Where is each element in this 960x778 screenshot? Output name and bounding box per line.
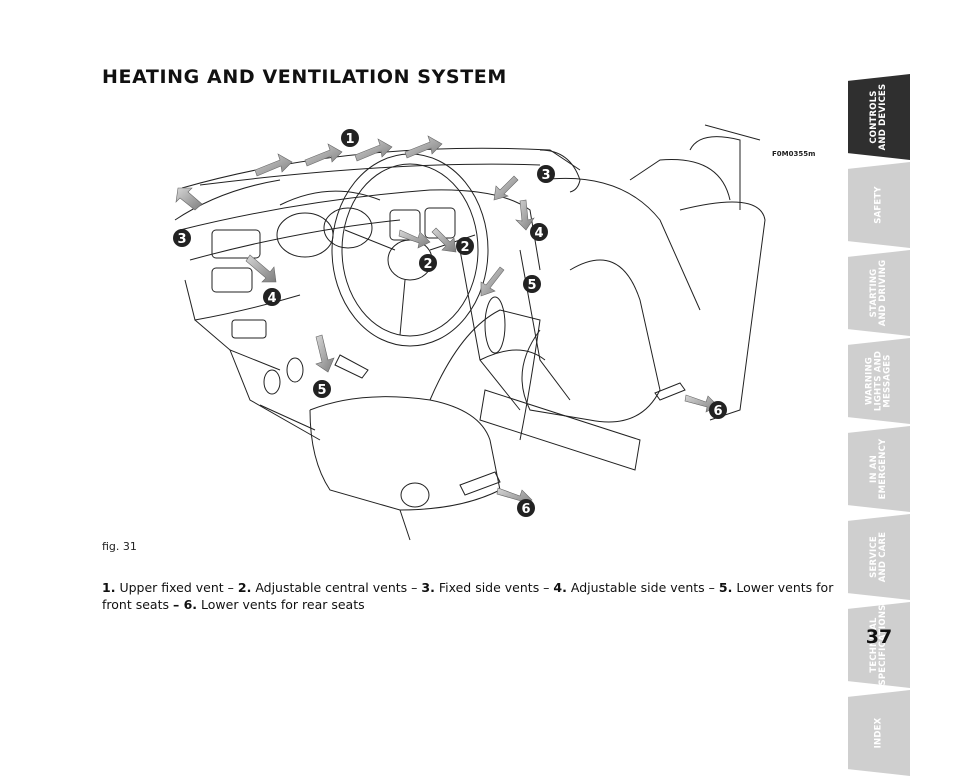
figure-label: fig. 31 xyxy=(102,540,137,553)
svg-text:5: 5 xyxy=(527,278,536,293)
marker-5b: 5 xyxy=(523,275,541,293)
caption-num-6: – 6. xyxy=(172,597,198,612)
caption-text-3: Fixed side vents – xyxy=(438,580,550,595)
caption-text-1: Upper fixed vent – xyxy=(119,580,234,595)
caption-num-5: 5. xyxy=(718,580,733,595)
tab-warning-lights-and-messages[interactable]: WARNING LIGHTS AND MESSAGES xyxy=(848,338,910,424)
tab-service-and-care[interactable]: SERVICE AND CARE xyxy=(848,514,910,600)
marker-2a: 2 xyxy=(456,237,474,255)
marker-4b: 4 xyxy=(530,223,548,241)
airflow-arrows xyxy=(175,135,719,507)
tab-label: STARTING AND DRIVING xyxy=(869,259,888,327)
ventilation-illustration: 1 2 2 3 3 4 4 5 5 6 6 xyxy=(100,110,840,550)
svg-text:2: 2 xyxy=(460,240,469,255)
marker-5a: 5 xyxy=(313,380,331,398)
marker-2b: 2 xyxy=(419,254,437,272)
svg-text:3: 3 xyxy=(177,232,186,247)
chapter-tabs: CONTROLS AND DEVICES SAFETY STARTING AND… xyxy=(848,74,910,778)
caption-num-2: 2. xyxy=(237,580,252,595)
tab-label: INDEX xyxy=(873,717,884,749)
marker-4a: 4 xyxy=(263,288,281,306)
svg-text:2: 2 xyxy=(423,257,432,272)
marker-6b: 6 xyxy=(709,401,727,419)
figure-caption: 1. Upper fixed vent – 2. Adjustable cent… xyxy=(102,579,842,613)
tab-safety[interactable]: SAFETY xyxy=(848,162,910,248)
svg-text:4: 4 xyxy=(534,226,543,241)
car-interior-drawing: 1 2 2 3 3 4 4 5 5 6 6 xyxy=(173,124,766,541)
caption-text-5: Lower vents for front seats xyxy=(102,580,834,612)
tab-technical-specifications[interactable]: TECHNICAL SPECIFICATIONS xyxy=(848,602,910,688)
caption-text-2: Adjustable central vents – xyxy=(255,580,418,595)
caption-num-3: 3. xyxy=(421,580,435,595)
marker-6a: 6 xyxy=(517,499,535,517)
caption-text-4: Adjustable side vents – xyxy=(570,580,715,595)
svg-text:6: 6 xyxy=(713,404,722,419)
marker-3b: 3 xyxy=(537,165,555,183)
marker-1: 1 xyxy=(341,129,359,147)
tab-starting-and-driving[interactable]: STARTING AND DRIVING xyxy=(848,250,910,336)
tab-index[interactable]: INDEX xyxy=(848,690,910,776)
figure-code: F0M0355m xyxy=(772,150,816,158)
caption-num-1: 1. xyxy=(102,580,116,595)
tab-label: SAFETY xyxy=(873,186,884,224)
svg-text:1: 1 xyxy=(345,132,354,147)
caption-num-4: 4. xyxy=(553,580,567,595)
page-number: 37 xyxy=(865,626,893,648)
tab-label: CONTROLS AND DEVICES xyxy=(869,83,888,151)
page-title: HEATING AND VENTILATION SYSTEM xyxy=(102,66,507,88)
svg-text:6: 6 xyxy=(521,502,530,517)
svg-text:5: 5 xyxy=(317,383,326,398)
tab-controls-and-devices[interactable]: CONTROLS AND DEVICES xyxy=(848,74,910,160)
tab-label: SERVICE AND CARE xyxy=(869,531,888,583)
callout-markers: 1 2 2 3 3 4 4 5 5 6 6 xyxy=(173,129,727,517)
caption-text-6: Lower vents for rear seats xyxy=(201,597,365,612)
tab-label: WARNING LIGHTS AND MESSAGES xyxy=(864,350,893,412)
svg-text:4: 4 xyxy=(267,291,276,306)
marker-3a: 3 xyxy=(173,229,191,247)
svg-text:3: 3 xyxy=(541,168,550,183)
tab-label: IN AN EMERGENCY xyxy=(869,438,888,500)
tab-in-an-emergency[interactable]: IN AN EMERGENCY xyxy=(848,426,910,512)
